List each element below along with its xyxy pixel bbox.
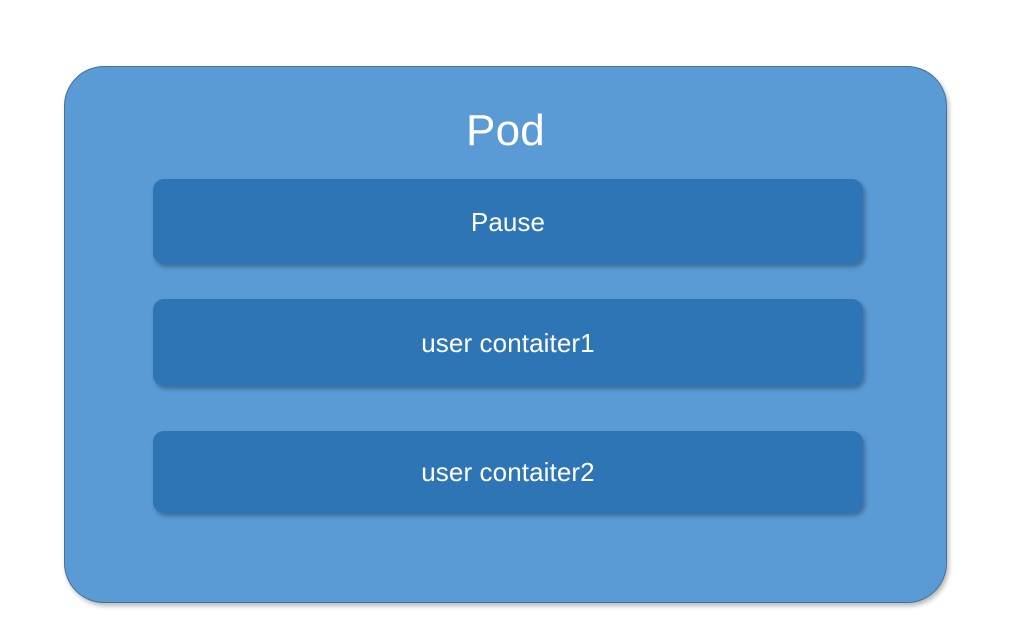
container-label: Pause — [470, 206, 546, 237]
container-label: user contaiter1 — [421, 327, 595, 358]
container-box-pause: Pause — [153, 179, 863, 264]
container-box-user-2: user contaiter2 — [153, 431, 863, 513]
container-label: user contaiter2 — [421, 457, 595, 487]
container-box-user-1: user contaiter1 — [153, 299, 863, 386]
pod-container: Pod Pause user contaiter1 user contaiter… — [64, 66, 947, 603]
pod-title: Pod — [466, 106, 545, 155]
